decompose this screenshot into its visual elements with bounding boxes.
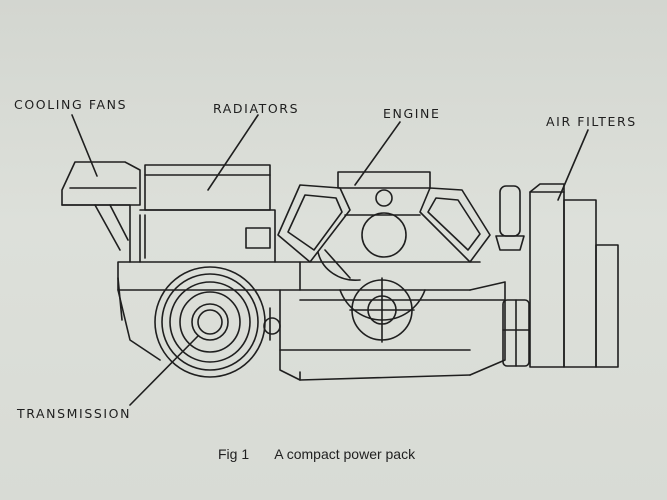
engine-label: ENGINE: [383, 106, 441, 121]
figure-number: Fig 1: [218, 446, 250, 462]
transmission-label: TRANSMISSION: [17, 406, 132, 421]
engine-block: [277, 171, 491, 281]
figure-caption-text: A compact power pack: [274, 446, 416, 462]
oil-filter: [502, 299, 530, 367]
leader-lines: [71, 114, 589, 406]
cooling-fans-housing: [61, 161, 141, 263]
figure-caption: Fig 1 A compact power pack: [218, 446, 415, 462]
transmission-unit: [154, 266, 281, 378]
air-filters-label: AIR FILTERS: [546, 114, 637, 129]
cooling-fans-label: COOLING FANS: [14, 97, 128, 112]
radiators-label: RADIATORS: [213, 101, 300, 116]
air-filter-assembly: [495, 183, 619, 368]
radiators-block: [139, 164, 276, 263]
crank-pulley: [349, 277, 415, 343]
